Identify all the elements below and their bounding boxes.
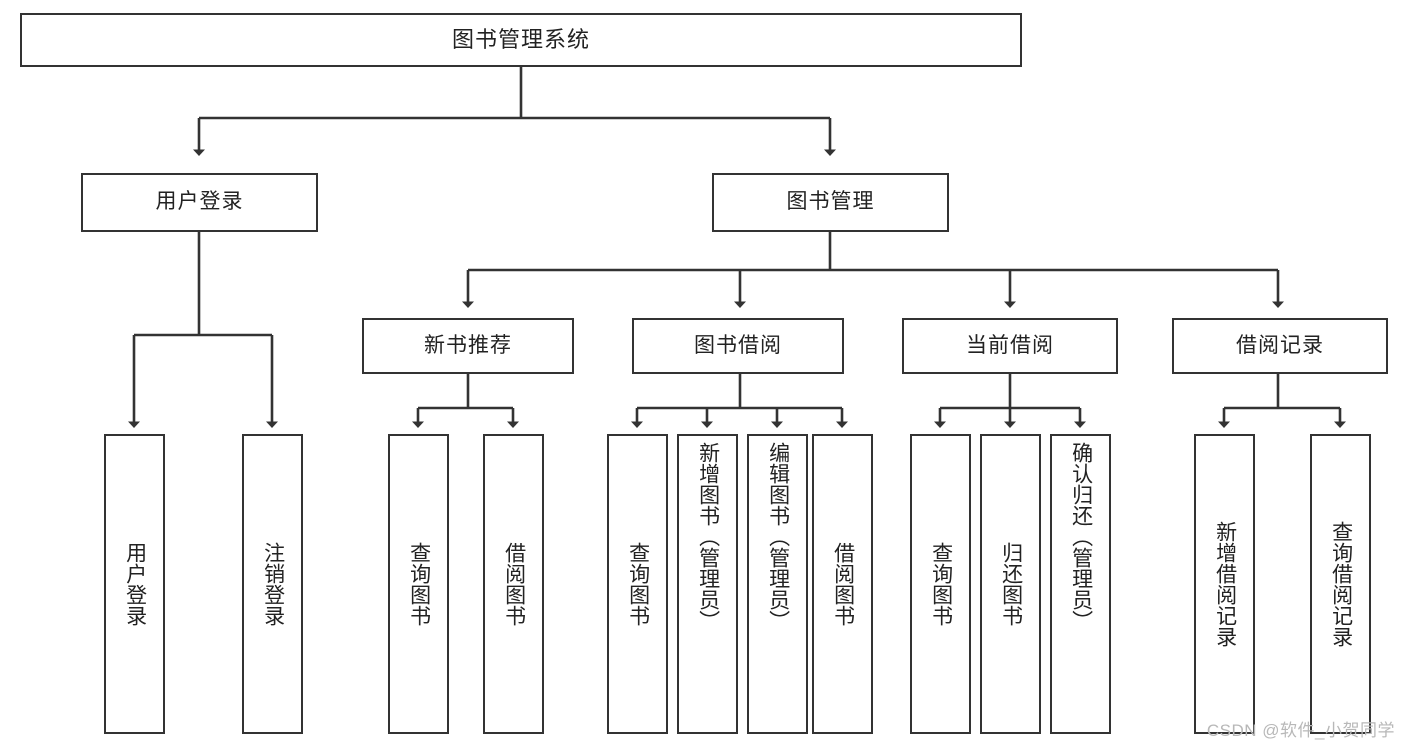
node-leaf-borrow-book-1[interactable]: 借阅图书 (483, 434, 544, 734)
node-leaf-return-book[interactable]: 归还图书 (980, 434, 1041, 734)
node-book-borrow[interactable]: 图书借阅 (632, 318, 844, 374)
node-label: 借阅图书 (502, 542, 526, 626)
node-label: 新增借阅记录 (1213, 521, 1237, 647)
node-root-system[interactable]: 图书管理系统 (20, 13, 1022, 67)
node-leaf-edit-book[interactable]: 编辑图书（管理员） (747, 434, 808, 734)
node-label: 图书管理系统 (451, 27, 590, 53)
node-leaf-add-book[interactable]: 新增图书（管理员） (677, 434, 738, 734)
node-leaf-query-book-3[interactable]: 查询图书 (910, 434, 971, 734)
node-label: 借阅记录 (1236, 333, 1324, 357)
node-label: 查询图书 (407, 542, 431, 626)
node-label: 编辑图书（管理员） (766, 442, 790, 631)
node-label: 查询借阅记录 (1329, 521, 1353, 647)
node-current-borrow[interactable]: 当前借阅 (902, 318, 1118, 374)
node-leaf-user-login[interactable]: 用户登录 (104, 434, 165, 734)
csdn-watermark: CSDN @软件_小贺同学 (1206, 721, 1395, 740)
node-borrow-record[interactable]: 借阅记录 (1172, 318, 1388, 374)
node-label: 注销登录 (261, 542, 285, 626)
node-label: 借阅图书 (831, 542, 855, 626)
node-leaf-add-record[interactable]: 新增借阅记录 (1194, 434, 1255, 734)
node-label: 图书借阅 (694, 333, 782, 357)
node-label: 用户登录 (123, 542, 147, 626)
node-label: 查询图书 (626, 542, 650, 626)
node-label: 查询图书 (929, 542, 953, 626)
node-leaf-query-book-2[interactable]: 查询图书 (607, 434, 668, 734)
node-leaf-confirm-return[interactable]: 确认归还（管理员） (1050, 434, 1111, 734)
node-leaf-user-logout[interactable]: 注销登录 (242, 434, 303, 734)
node-label: 用户登录 (155, 190, 244, 214)
node-label: 归还图书 (999, 542, 1023, 626)
node-leaf-borrow-book-2[interactable]: 借阅图书 (812, 434, 873, 734)
node-leaf-query-book-1[interactable]: 查询图书 (388, 434, 449, 734)
node-label: 确认归还（管理员） (1069, 442, 1093, 631)
node-label: 当前借阅 (966, 333, 1054, 357)
node-leaf-query-record[interactable]: 查询借阅记录 (1310, 434, 1371, 734)
node-book-management[interactable]: 图书管理 (712, 173, 949, 232)
node-user-login[interactable]: 用户登录 (81, 173, 318, 232)
node-new-book-recommend[interactable]: 新书推荐 (362, 318, 574, 374)
node-label: 新书推荐 (424, 333, 512, 357)
node-label: 新增图书（管理员） (696, 442, 720, 631)
node-label: 图书管理 (786, 190, 875, 214)
